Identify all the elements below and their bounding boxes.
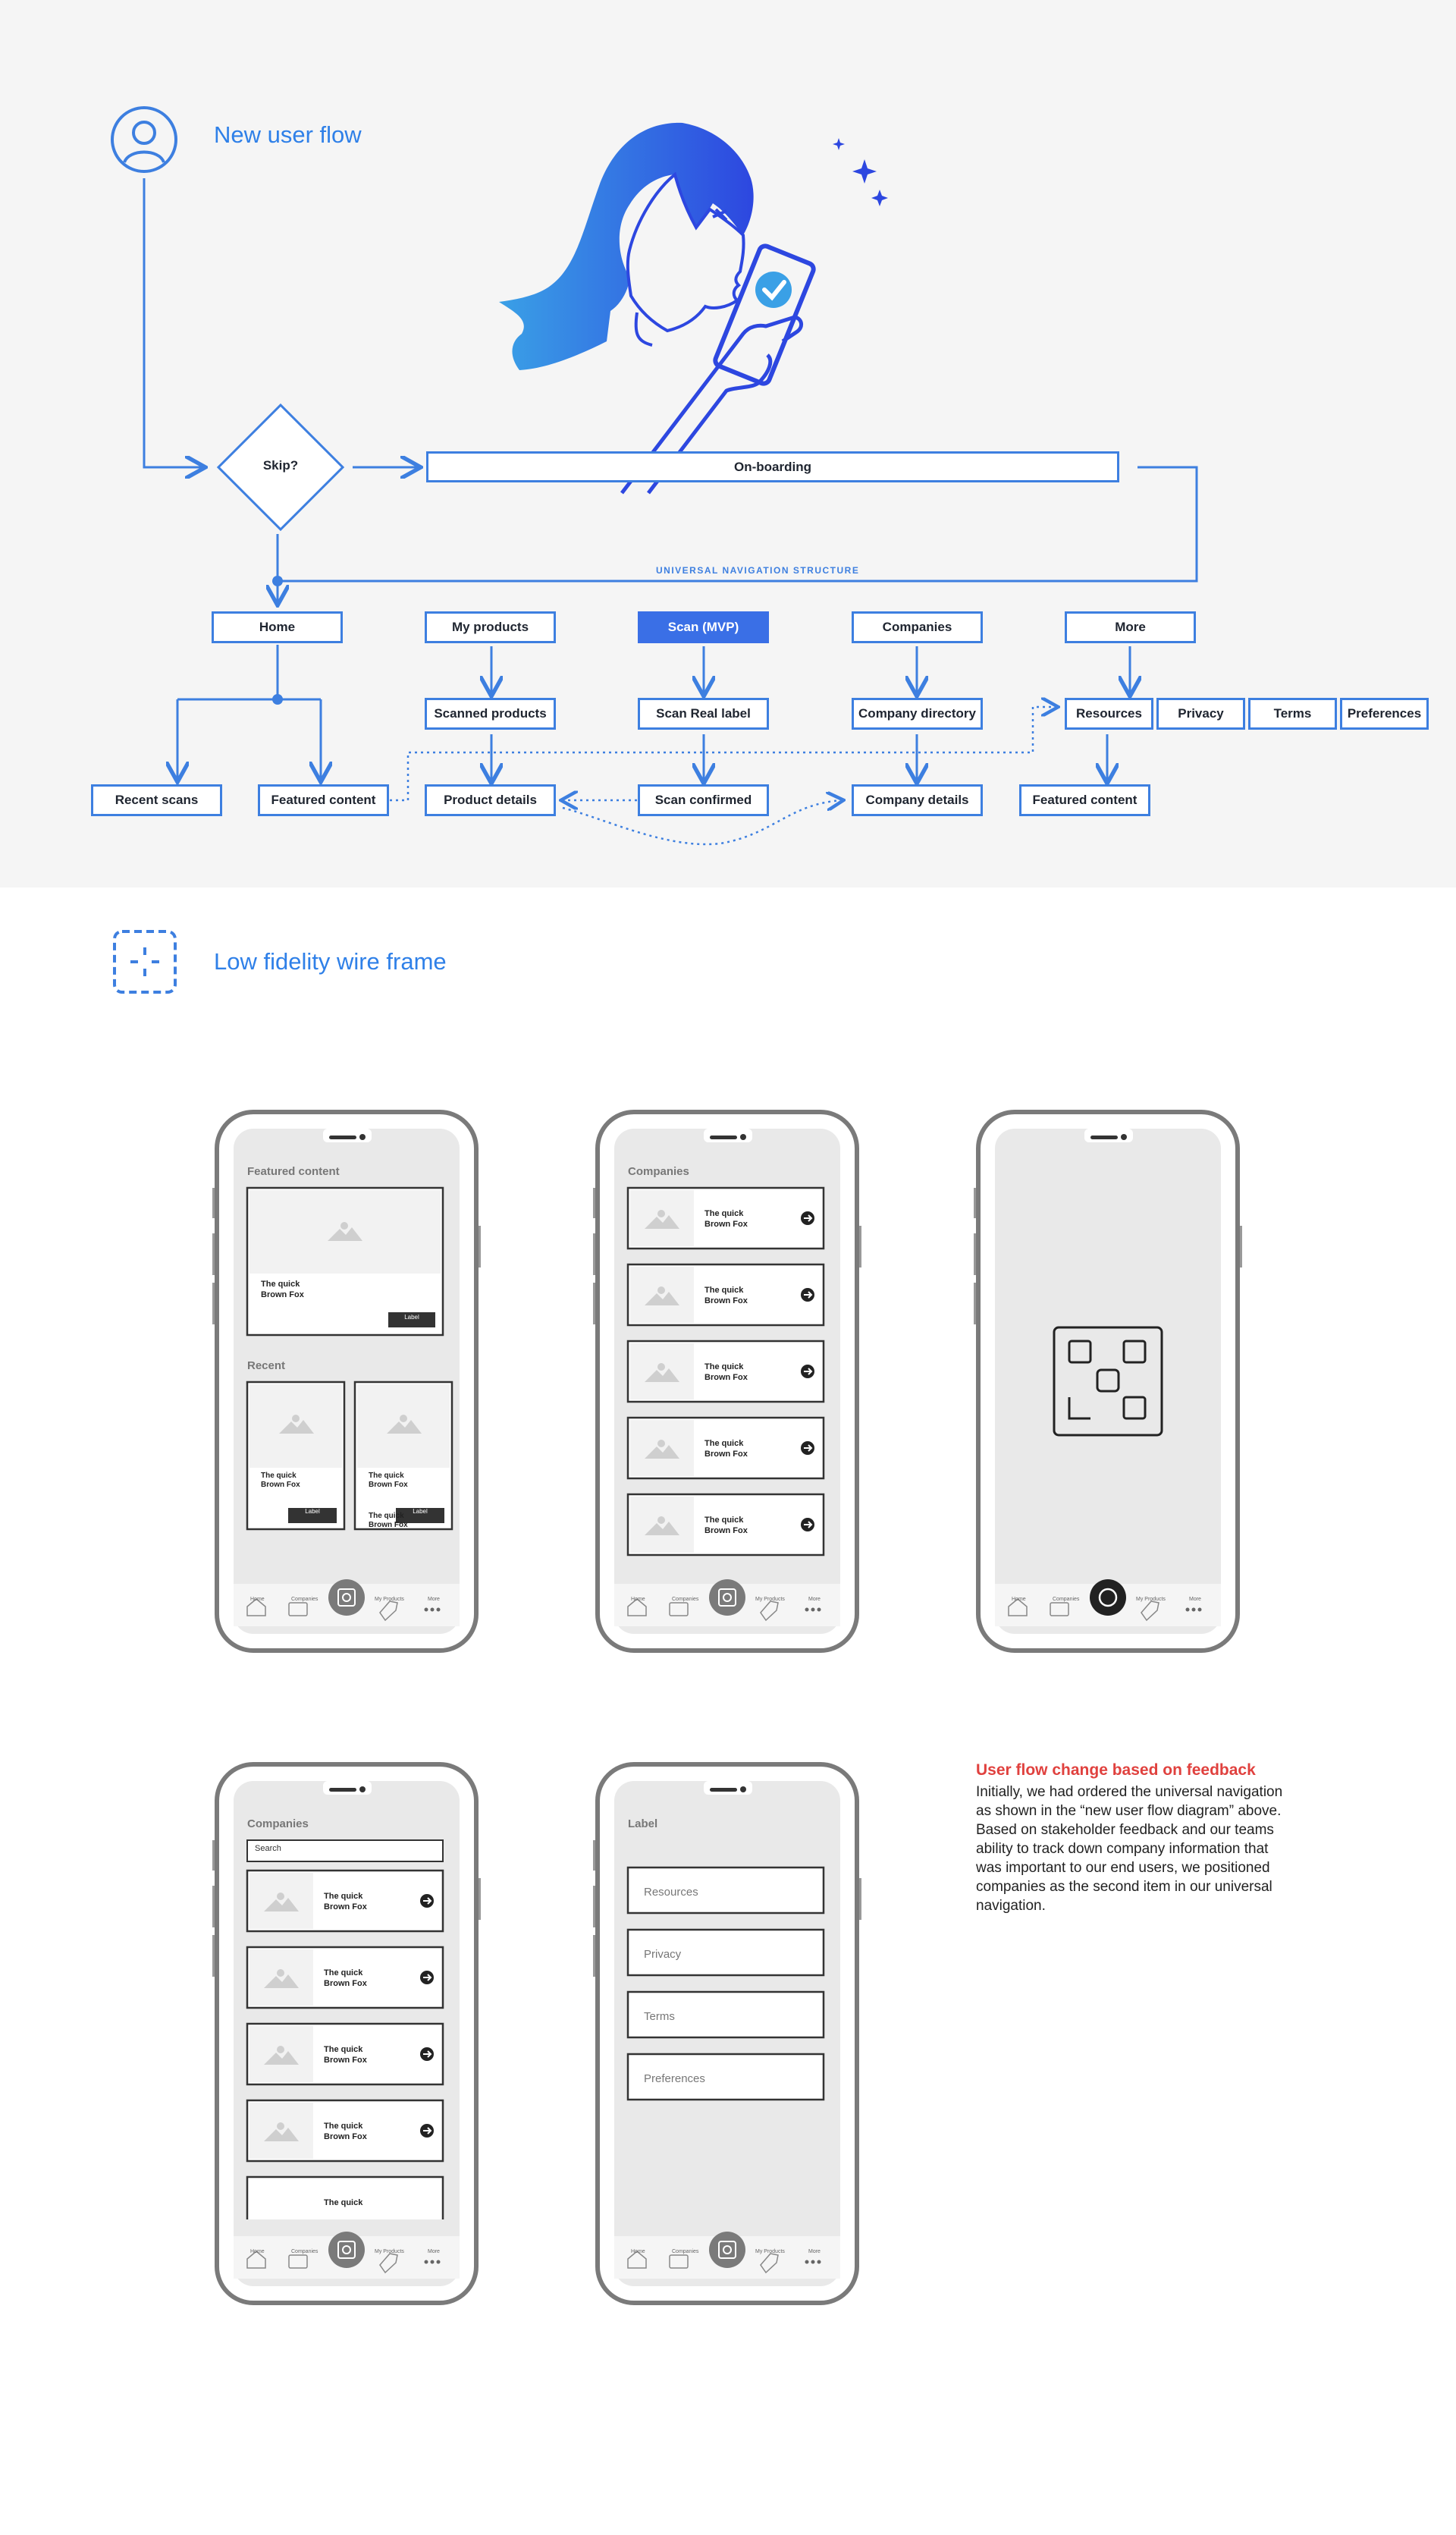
scan-node: Scan (MVP) bbox=[638, 611, 769, 643]
nav-structure-label: UNIVERSAL NAVIGATION STRUCTURE bbox=[656, 565, 860, 576]
terms-node: Terms bbox=[1248, 698, 1337, 730]
user-icon bbox=[111, 106, 177, 173]
companies-heading: Companies bbox=[247, 1817, 309, 1830]
flow-title: New user flow bbox=[214, 121, 362, 148]
wireframe-title: Low fidelity wire frame bbox=[214, 948, 447, 975]
companies-heading: Companies bbox=[628, 1165, 689, 1178]
privacy-node: Privacy bbox=[1156, 698, 1245, 730]
scan-confirmed-node: Scan confirmed bbox=[638, 784, 769, 816]
flow-connectors bbox=[143, 178, 1198, 846]
user-flow-section: New user flow bbox=[0, 0, 1456, 887]
product-details-node: Product details bbox=[425, 784, 556, 816]
more-item-terms[interactable]: Terms bbox=[644, 2010, 675, 2023]
companies-node: Companies bbox=[852, 611, 983, 643]
more-item-preferences[interactable]: Preferences bbox=[644, 2072, 705, 2085]
phone-more bbox=[593, 1764, 861, 2303]
resources-node: Resources bbox=[1065, 698, 1153, 730]
company-details-node: Company details bbox=[852, 784, 983, 816]
more-heading: Label bbox=[628, 1817, 658, 1830]
feedback-note-title: User flow change based on feedback bbox=[976, 1761, 1256, 1779]
phone-scan bbox=[974, 1112, 1242, 1651]
recent-scans-node: Recent scans bbox=[91, 784, 222, 816]
company-directory-node: Company directory bbox=[852, 698, 983, 730]
phone-company-search bbox=[212, 1764, 481, 2303]
search-input[interactable]: Search bbox=[255, 1844, 281, 1853]
phone-home bbox=[212, 1112, 481, 1651]
preferences-node: Preferences bbox=[1340, 698, 1429, 730]
recent-heading: Recent bbox=[247, 1359, 286, 1372]
more-item-resources[interactable]: Resources bbox=[644, 1886, 698, 1899]
featured-content-more-node: Featured content bbox=[1019, 784, 1150, 816]
skip-decision: Skip? bbox=[262, 458, 299, 473]
featured-content-node: Featured content bbox=[258, 784, 389, 816]
woman-scanning-illustration bbox=[499, 122, 888, 495]
more-item-privacy[interactable]: Privacy bbox=[644, 1948, 682, 1961]
wireframe-phones bbox=[0, 1062, 1456, 2321]
frame-icon bbox=[113, 930, 177, 994]
company-card-text: The quick bbox=[324, 2198, 363, 2207]
feedback-note-body: Initially, we had ordered the universal … bbox=[976, 1784, 1283, 1914]
label-button[interactable]: Label bbox=[404, 1314, 419, 1321]
label-button[interactable]: Label bbox=[305, 1508, 320, 1515]
featured-heading: Featured content bbox=[247, 1165, 340, 1178]
scanned-products-node: Scanned products bbox=[425, 698, 556, 730]
home-node: Home bbox=[212, 611, 343, 643]
onboarding-node: On-boarding bbox=[426, 451, 1119, 482]
more-node: More bbox=[1065, 611, 1196, 643]
my-products-node: My products bbox=[425, 611, 556, 643]
label-button[interactable]: Label bbox=[413, 1508, 428, 1515]
scan-real-label-node: Scan Real label bbox=[638, 698, 769, 730]
